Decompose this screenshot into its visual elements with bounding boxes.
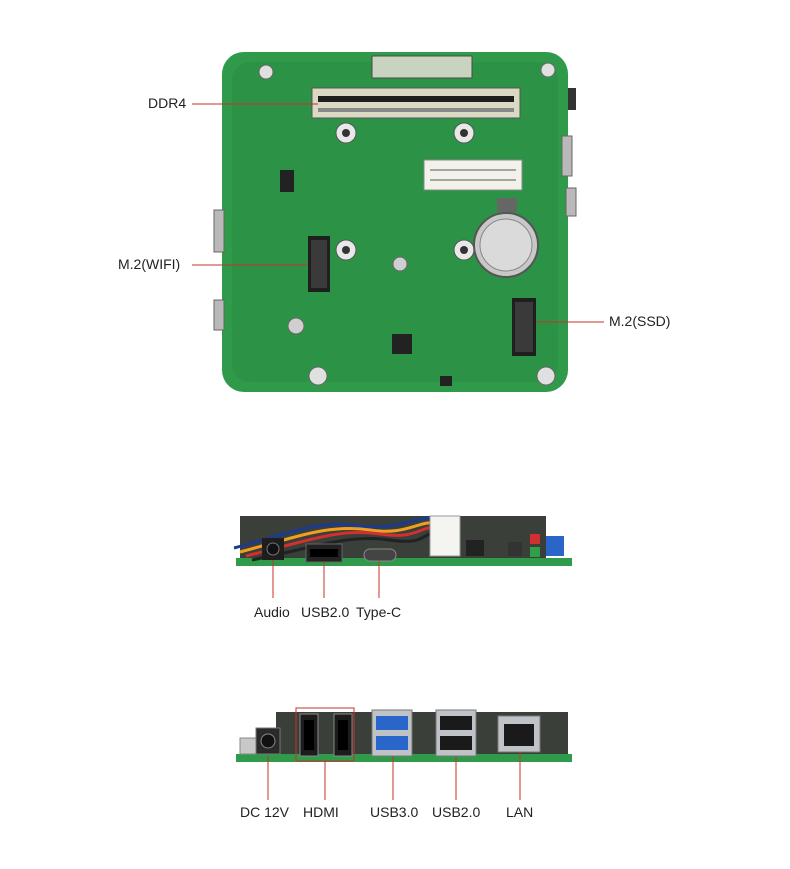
front-pcb-edge (236, 558, 572, 566)
rear-port-label-usb2: USB2.0 (432, 804, 481, 820)
chip (392, 334, 412, 354)
front-port-label-usb2: USB2.0 (301, 604, 350, 620)
m2-wifi-callout-label: M.2(WIFI) (118, 256, 181, 272)
m2-ssd-callout-label: M.2(SSD) (609, 313, 671, 329)
rear-port-label-usb3: USB3.0 (370, 804, 419, 820)
rear-port-label-lan: LAN (506, 804, 534, 820)
board-sticker (423, 159, 523, 191)
ddr4-callout-label: DDR4 (148, 95, 187, 111)
rear-port-label-hdmi: HDMI (303, 804, 339, 820)
front-port-label-audio: Audio (254, 604, 290, 620)
rear-pcb-edge (236, 754, 572, 762)
rear-port-label-dc: DC 12V (240, 804, 290, 820)
type-c-port (363, 548, 397, 562)
front-port-label-typec: Type-C (356, 604, 402, 620)
ddr4-slot (311, 87, 521, 119)
